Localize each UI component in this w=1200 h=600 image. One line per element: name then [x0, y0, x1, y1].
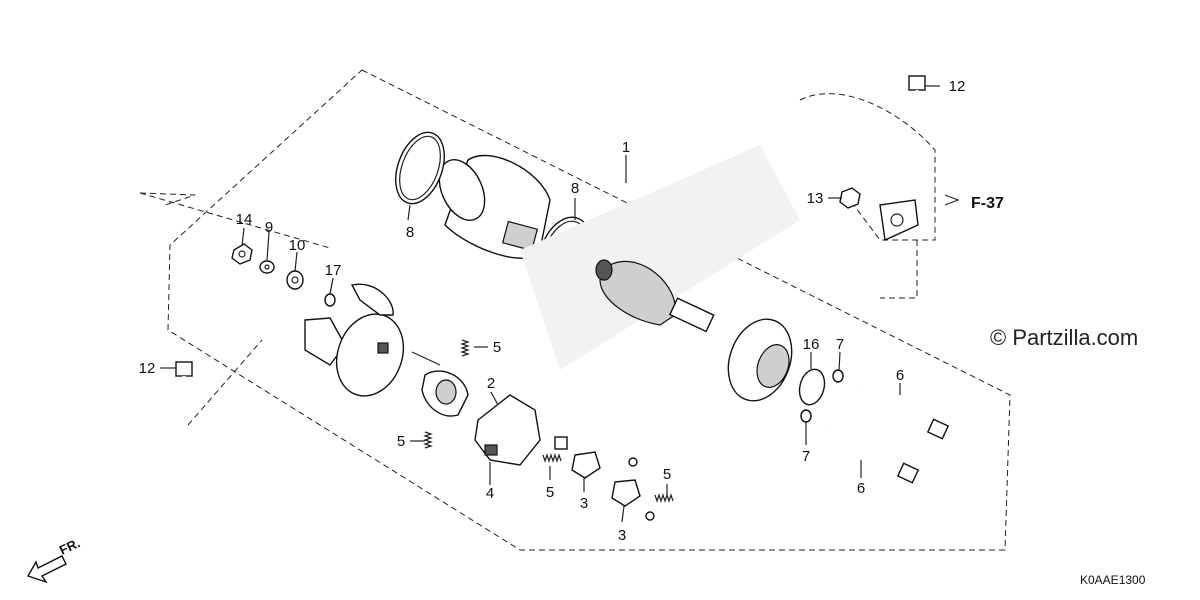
- callout-5-a: 5: [493, 339, 501, 356]
- callout-labels: 1 8 8 14 9 10 17 12 12 13 5 5 5 5 2 4 3 …: [139, 78, 966, 544]
- callout-16: 16: [803, 336, 820, 353]
- spring-4: [654, 493, 674, 503]
- bolt-12-right: [908, 75, 926, 122]
- reference-label: F-37: [971, 195, 1004, 212]
- callout-12-left: 12: [139, 360, 156, 377]
- brush-holder: [411, 351, 469, 417]
- callout-2: 2: [487, 375, 495, 392]
- spring-1: [460, 339, 470, 357]
- through-bolt-upper: [856, 386, 950, 440]
- through-bolt-lower: [826, 426, 920, 484]
- terminal-lower: [611, 479, 655, 521]
- terminal-upper: [571, 451, 638, 479]
- callout-5-d: 5: [663, 466, 671, 483]
- rear-cover: [304, 283, 405, 397]
- callout-8-right: 8: [571, 180, 579, 197]
- callout-17: 17: [325, 262, 342, 279]
- o-ring-left: [395, 131, 445, 205]
- dot-shading: [520, 145, 800, 370]
- callout-7-upper: 7: [836, 336, 844, 353]
- leader-lines: [160, 85, 940, 523]
- callout-4: 4: [486, 485, 494, 502]
- washer-7-upper: [832, 369, 844, 383]
- callout-6-upper: 6: [896, 367, 904, 384]
- callout-14: 14: [236, 211, 253, 228]
- callout-8-left: 8: [406, 224, 414, 241]
- callout-12-right: 12: [949, 78, 966, 95]
- callout-6-lower: 6: [857, 480, 865, 497]
- o-ring-16: [798, 368, 826, 406]
- callout-3-lower: 3: [618, 527, 626, 544]
- callout-13: 13: [807, 190, 824, 207]
- arrow-icon: [26, 555, 67, 584]
- callout-10: 10: [289, 237, 306, 254]
- callout-5-b: 5: [397, 433, 405, 450]
- watermark: © Partzilla.com: [990, 325, 1138, 350]
- nut-13: [839, 187, 861, 209]
- nut-14: [231, 243, 253, 265]
- bolt-12-left: [175, 361, 193, 408]
- front-cover: [727, 318, 793, 402]
- washer-7-lower: [800, 409, 812, 423]
- spring-2: [423, 431, 433, 449]
- reference-arrow-icon: [944, 194, 960, 206]
- callout-1: 1: [622, 139, 630, 156]
- bolt-12-left-leader: [187, 339, 263, 426]
- armature: [595, 259, 715, 333]
- starter-yoke: [438, 154, 551, 259]
- engine-bracket: [799, 93, 936, 299]
- callout-3-upper: 3: [580, 495, 588, 512]
- front-direction-indicator: FR.: [26, 535, 82, 584]
- callout-7-lower: 7: [802, 448, 810, 465]
- diagram-code: K0AAE1300: [1080, 573, 1146, 587]
- washer-17: [324, 293, 336, 307]
- spring-3: [542, 453, 562, 463]
- callout-5-c: 5: [546, 484, 554, 501]
- callout-9: 9: [265, 219, 273, 236]
- direction-label: FR.: [57, 535, 82, 557]
- brush-set: [474, 394, 568, 466]
- collar-10: [286, 270, 304, 290]
- washer-9: [259, 260, 275, 274]
- assembly-boundary: [139, 69, 1011, 551]
